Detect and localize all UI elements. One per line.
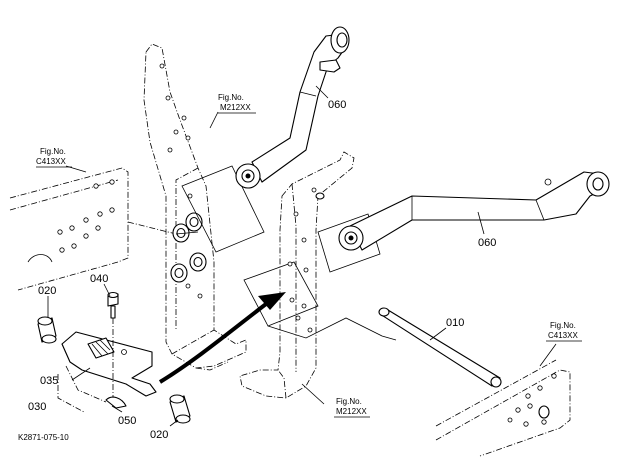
part-label-020-top: 020 <box>38 285 56 297</box>
part-label-060-top: 060 <box>328 99 346 111</box>
right-frame-plate <box>435 359 571 457</box>
left-frame-plate <box>9 167 177 291</box>
reference-planes <box>175 165 397 341</box>
fig-ref-left: Fig.No. C413XX <box>36 147 72 168</box>
clip-050 <box>105 396 127 409</box>
fig-ref-upper-center-line2: M212XX <box>220 103 251 112</box>
fig-ref-right-line2: C413XX <box>548 331 578 340</box>
part-label-050: 050 <box>118 415 136 427</box>
part-label-040: 040 <box>90 273 108 285</box>
part-label-035: 035 <box>40 375 58 387</box>
fig-ref-upper-center-line1: Fig.No. <box>218 93 244 102</box>
upper-link-arm <box>235 26 350 189</box>
part-label-060-right: 060 <box>478 237 496 249</box>
fig-ref-lower-center-line2: M212XX <box>336 407 367 416</box>
fig-ref-upper-center: Fig.No. M212XX <box>218 93 256 114</box>
fig-ref-left-line1: Fig.No. <box>40 147 66 156</box>
fig-ref-lower-center: Fig.No. M212XX <box>334 397 370 418</box>
assembly-arrow <box>158 292 286 384</box>
stay-plate-035 <box>61 331 157 397</box>
part-label-010: 010 <box>446 317 464 329</box>
lower-link-arm <box>338 171 610 251</box>
bushing-020-bottom <box>169 394 191 424</box>
lower-bracket <box>239 151 355 399</box>
part-label-020-bottom: 020 <box>150 429 168 441</box>
diagram-code: K2871-075-10 <box>18 433 69 442</box>
part-label-030: 030 <box>28 401 46 413</box>
fig-ref-left-line2: C413XX <box>36 157 66 166</box>
fig-ref-right: Fig.No. C413XX <box>546 321 582 342</box>
shaft-010 <box>378 307 502 388</box>
fig-ref-lower-center-line1: Fig.No. <box>336 397 362 406</box>
bushing-020-top <box>37 316 57 344</box>
fig-ref-right-line1: Fig.No. <box>550 321 576 330</box>
assembly-030-bracket <box>57 365 107 413</box>
leader-lines <box>47 85 557 427</box>
pin-040 <box>107 291 119 400</box>
